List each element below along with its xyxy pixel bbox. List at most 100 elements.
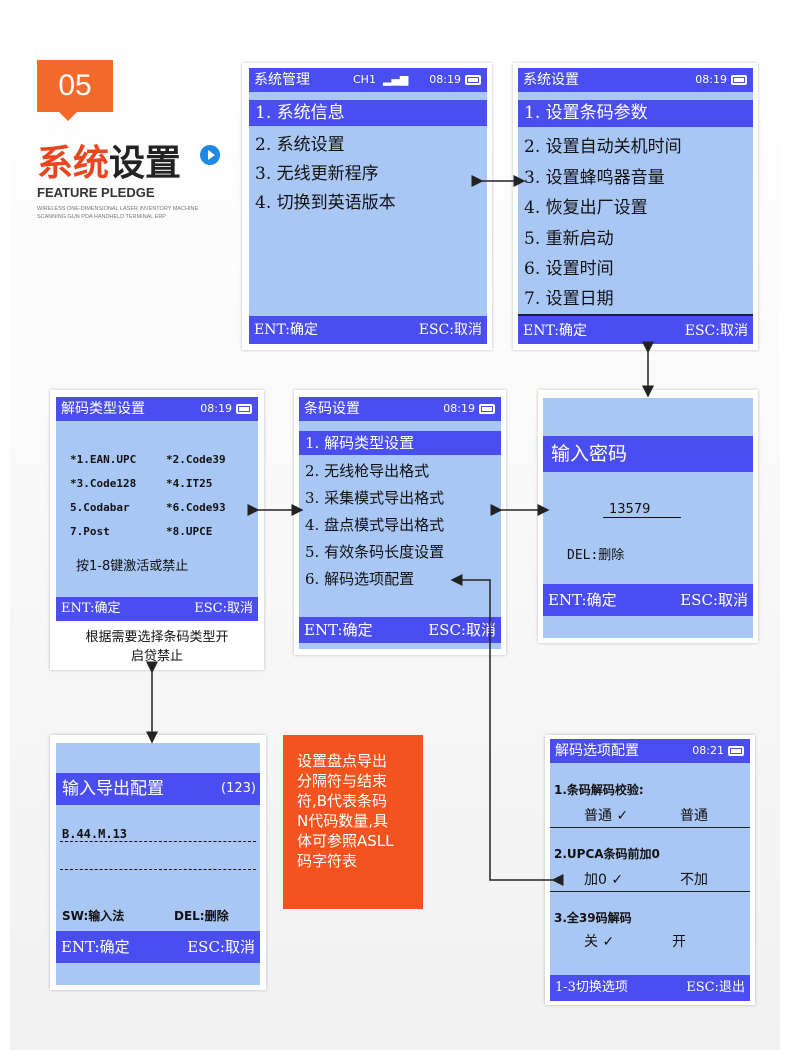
play-icon	[200, 145, 220, 165]
menu-item-factory-reset[interactable]: 4. 恢复出厂设置	[524, 198, 648, 218]
title-part1: 系统	[37, 143, 110, 184]
section-subtitle: FEATURE PLEDGE	[37, 185, 155, 200]
toggle-hint: 按1-8键激活或禁止	[76, 559, 189, 574]
confirm-key-hint[interactable]: ENT:确定	[61, 938, 130, 956]
screen-decode-type: 解码类型设置 08:19 *1.EAN.UPC *2.Code39 *3.Cod…	[56, 397, 258, 621]
confirm-key-hint[interactable]: ENT:确定	[304, 621, 373, 639]
option3-choice-off-selected[interactable]: 关 ✓	[584, 934, 615, 950]
menu-item-set-date[interactable]: 7. 设置日期	[524, 289, 614, 309]
badge-pointer	[58, 111, 78, 121]
menu-item-barcode-params[interactable]: 1. 设置条码参数	[518, 100, 753, 127]
option3-choice-on[interactable]: 开	[672, 934, 686, 950]
decode-option-post[interactable]: 7.Post	[70, 525, 110, 538]
screen-header: 系统管理 CH1 ▂▄▆ 08:19	[249, 68, 487, 92]
decode-option-code128[interactable]: *3.Code128	[70, 477, 137, 490]
cancel-key-hint[interactable]: ESC:取消	[187, 938, 255, 956]
option-divider-1	[550, 827, 750, 828]
caption-line-2: 启贷禁止	[130, 649, 183, 664]
decode-option-upce[interactable]: *8.UPCE	[166, 525, 213, 538]
screen-header: 解码类型设置 08:19	[56, 397, 258, 421]
confirm-key-hint[interactable]: ENT:确定	[254, 322, 319, 338]
note-line-3: 符,B代表条码	[297, 792, 388, 810]
tiny-caption-1: WIRELESS ONE-DIMENSIONAL LASER INVENTORY…	[37, 206, 199, 212]
screen-header: 系统设置 08:19	[518, 68, 753, 92]
decode-option-code93[interactable]: *6.Code93	[166, 501, 226, 514]
battery-icon	[236, 404, 252, 414]
menu-item-decode-options[interactable]: 6. 解码选项配置	[305, 570, 415, 588]
exit-key-hint[interactable]: ESC:退出	[686, 980, 745, 995]
menu-item-inventory-export[interactable]: 4. 盘点模式导出格式	[305, 516, 445, 534]
decode-option-code39[interactable]: *2.Code39	[166, 453, 226, 466]
screen-system-settings: 系统设置 08:19 1. 设置条码参数 2. 设置自动关机时间 3. 设置蜂鸣…	[518, 68, 753, 344]
password-field[interactable]: 13579	[603, 502, 681, 518]
menu-item-collect-export[interactable]: 3. 采集模式导出格式	[305, 489, 445, 507]
cancel-key-hint[interactable]: ESC:取消	[680, 591, 748, 609]
screen-system-management: 系统管理 CH1 ▂▄▆ 08:19 1. 系统信息 2. 系统设置 3. 无线…	[249, 68, 487, 344]
confirm-key-hint[interactable]: ENT:确定	[548, 591, 617, 609]
title-part2: 设置	[109, 143, 182, 184]
option-divider-2	[550, 891, 750, 892]
field-divider-1	[60, 841, 256, 842]
cancel-key-hint[interactable]: ESC:取消	[684, 323, 748, 339]
screen-password: 输入密码 13579 DEL:删除 ENT:确定 ESC:取消	[543, 398, 753, 638]
export-note: 设置盘点导出 分隔符与结束 符,B代表条码 N代码数量,具 体可参照ASLL 码…	[283, 735, 423, 909]
export-format-field[interactable]: B.44.M.13	[62, 827, 128, 841]
menu-item-set-time[interactable]: 6. 设置时间	[524, 259, 614, 279]
export-config-header: 输入导出配置 (123)	[56, 773, 260, 805]
card-decode-type: 解码类型设置 08:19 *1.EAN.UPC *2.Code39 *3.Cod…	[50, 390, 264, 670]
cancel-key-hint[interactable]: ESC:取消	[194, 601, 253, 616]
screen-header: 条码设置 08:19	[299, 397, 501, 421]
option2-choice-none[interactable]: 不加	[680, 872, 708, 888]
export-config-title: 输入导出配置	[62, 779, 164, 799]
menu-item-wireless-update[interactable]: 3. 无线更新程序	[255, 164, 379, 184]
option1-label: 1.条码解码校验:	[554, 783, 644, 797]
menu-item-wireless-export[interactable]: 2. 无线枪导出格式	[305, 462, 430, 480]
menu-item-auto-shutdown[interactable]: 2. 设置自动关机时间	[524, 137, 682, 157]
menu-item-switch-english[interactable]: 4. 切换到英语版本	[255, 193, 396, 213]
note-line-4: N代码数量,具	[297, 812, 388, 830]
battery-icon	[465, 75, 481, 85]
screen-footer: ENT:确定 ESC:取消	[249, 316, 487, 344]
screen-export-config: 输入导出配置 (123) B.44.M.13 SW:输入法 DEL:删除 ENT…	[56, 743, 260, 985]
option1-choice-normal[interactable]: 普通	[680, 808, 708, 824]
menu-item-decode-type[interactable]: 1. 解码类型设置	[299, 431, 501, 455]
switch-option-hint[interactable]: 1-3切换选项	[555, 980, 628, 995]
card-export-config: 输入导出配置 (123) B.44.M.13 SW:输入法 DEL:删除 ENT…	[50, 735, 266, 990]
arrow-options-barcode	[450, 574, 564, 886]
option1-choice-normal-selected[interactable]: 普通 ✓	[584, 808, 629, 824]
menu-item-buzzer-volume[interactable]: 3. 设置蜂鸣器音量	[524, 168, 665, 188]
channel-label: CH1	[353, 73, 376, 86]
battery-icon	[728, 746, 744, 756]
decode-option-it25[interactable]: *4.IT25	[166, 477, 213, 490]
clock: 08:19	[695, 73, 727, 86]
input-method-hint: SW:输入法	[62, 909, 125, 923]
confirm-key-hint[interactable]: ENT:确定	[523, 323, 588, 339]
option2-label: 2.UPCA条码前加0	[554, 847, 660, 861]
decode-option-ean-upc[interactable]: *1.EAN.UPC	[70, 453, 137, 466]
menu-item-valid-length[interactable]: 5. 有效条码长度设置	[305, 543, 445, 561]
screen-footer: 1-3切换选项 ESC:退出	[550, 975, 750, 1001]
tiny-caption-2: SCANNING GUN PDA HANDHELD TERMINAL ERP	[37, 214, 166, 220]
option2-choice-add-selected[interactable]: 加0 ✓	[584, 872, 624, 888]
cancel-key-hint[interactable]: ESC:取消	[418, 322, 482, 338]
screen-footer: ENT:确定 ESC:取消	[543, 584, 753, 616]
decode-option-codabar[interactable]: 5.Codabar	[70, 501, 130, 514]
delete-hint: DEL:删除	[567, 548, 625, 563]
screen-title: 解码选项配置	[555, 743, 639, 759]
signal-icon: ▂▄▆	[383, 73, 409, 86]
option3-label: 3.全39码解码	[554, 911, 632, 925]
clock: 08:19	[443, 402, 475, 415]
screen-footer: ENT:确定 ESC:取消	[56, 597, 258, 621]
note-line-2: 分隔符与结束	[297, 772, 388, 790]
field-divider-2	[60, 869, 256, 870]
delete-hint: DEL:删除	[174, 909, 229, 923]
screen-footer: ENT:确定 ESC:取消	[518, 314, 753, 344]
battery-icon	[731, 75, 747, 85]
menu-item-system-settings[interactable]: 2. 系统设置	[255, 135, 345, 155]
menu-item-restart[interactable]: 5. 重新启动	[524, 229, 614, 249]
menu-item-system-info[interactable]: 1. 系统信息	[249, 100, 487, 126]
confirm-key-hint[interactable]: ENT:确定	[61, 601, 121, 616]
screen-title: 系统管理	[254, 72, 310, 88]
section-title: 系统设置	[37, 134, 181, 186]
